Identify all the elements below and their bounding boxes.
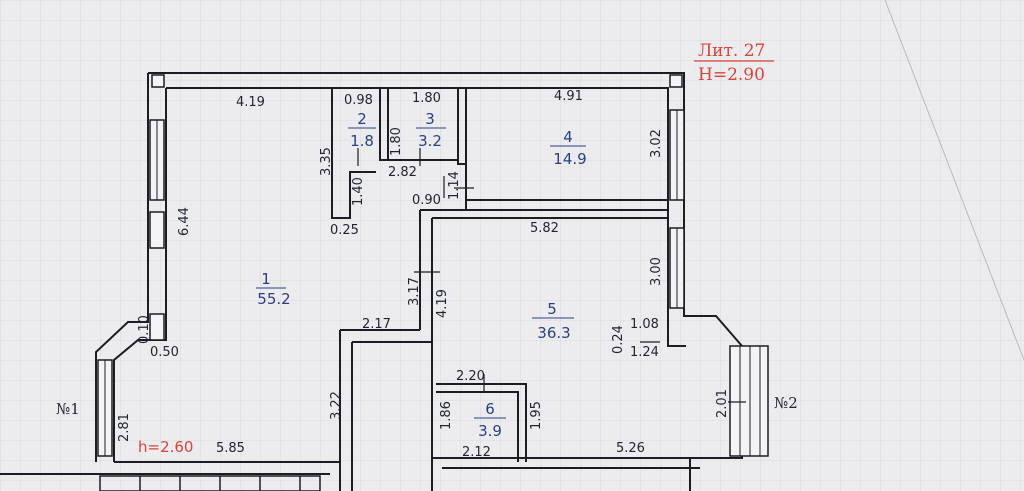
dim-1-40: 1.40 — [351, 177, 366, 206]
corridor-left-wall — [419, 210, 433, 491]
room-2: 2 1.8 — [348, 110, 376, 150]
dim-2-12: 2.12 — [462, 445, 491, 460]
dim-3-00: 3.00 — [649, 257, 664, 286]
entrance-1-label: №1 — [56, 400, 80, 418]
ceiling-height-label: h=2.60 — [138, 438, 193, 456]
left-wall-outer — [95, 73, 149, 462]
entrance-2-label: №2 — [774, 394, 798, 412]
dim-0-10: 0.10 — [137, 315, 152, 344]
dim-3-02: 3.02 — [649, 129, 664, 158]
room-1-area: 55.2 — [257, 290, 290, 308]
dim-0-98: 0.98 — [344, 93, 373, 108]
dim-1-86: 1.86 — [439, 401, 454, 430]
dim-2-82: 2.82 — [388, 165, 417, 180]
partition-2-3 — [379, 88, 389, 161]
window-top-right — [669, 74, 683, 88]
dim-1-14: 1.14 — [447, 171, 462, 200]
left-wall-inner — [113, 88, 167, 462]
room-5: 5 36.3 — [532, 300, 574, 342]
vertical-dimension-labels: 3.35 1.80 1.40 1.14 6.44 3.02 3.00 3.17 … — [117, 127, 730, 442]
closet-wall — [331, 88, 376, 219]
dimension-ticks — [357, 148, 746, 403]
partition-3-right — [457, 88, 467, 165]
room5-top-wall — [420, 209, 668, 219]
room-5-area: 36.3 — [537, 324, 570, 342]
dim-2-20: 2.20 — [456, 369, 485, 384]
room-5-number: 5 — [547, 300, 557, 318]
dim-3-17: 3.17 — [407, 277, 422, 306]
mid-partition — [340, 329, 432, 343]
dim-3-35: 3.35 — [319, 147, 334, 176]
window-top-left — [151, 74, 165, 88]
dim-2-17: 2.17 — [362, 317, 391, 332]
dim-5-26: 5.26 — [616, 441, 645, 456]
room-3-area: 3.2 — [418, 132, 442, 150]
dim-4-91: 4.91 — [554, 89, 583, 104]
room5-right-wall — [667, 218, 686, 347]
window-bay-right — [729, 345, 769, 457]
room-6-area: 3.9 — [478, 422, 502, 440]
window-ticks — [104, 110, 761, 456]
room-2-number: 2 — [357, 110, 367, 128]
dim-0-24: 0.24 — [611, 325, 626, 354]
room-2-area: 1.8 — [350, 132, 374, 150]
window-left-3 — [149, 313, 165, 341]
dim-6-44: 6.44 — [177, 207, 192, 236]
dim-1-24: 1.24 — [630, 345, 659, 360]
dim-0-25: 0.25 — [330, 223, 359, 238]
dim-0-90: 0.90 — [412, 193, 441, 208]
walls — [0, 72, 743, 491]
paper-edge — [884, 0, 1024, 361]
dim-2-81: 2.81 — [117, 413, 132, 442]
room5-bottom-wall — [432, 457, 700, 469]
lower-structure — [99, 475, 321, 491]
room-6-number: 6 — [485, 400, 495, 418]
dim-1-95: 1.95 — [529, 401, 544, 430]
stairs-block — [99, 475, 321, 491]
room6-walls — [436, 383, 527, 462]
dim-2-01: 2.01 — [715, 389, 730, 418]
dim-4-19-side: 4.19 — [435, 289, 450, 318]
dim-5-85: 5.85 — [216, 441, 245, 456]
dim-1-08: 1.08 — [630, 317, 659, 332]
dim-4-19-top: 4.19 — [236, 95, 265, 110]
room-6: 6 3.9 — [474, 400, 506, 440]
height-label: H=2.90 — [698, 65, 765, 85]
dim-1-80-side: 1.80 — [389, 127, 404, 156]
room-4-area: 14.9 — [553, 150, 586, 168]
mid-partition-down — [339, 330, 353, 491]
lit-label: Лит. 27 — [698, 41, 765, 61]
room4-bottom-wall — [466, 199, 668, 211]
room-4-number: 4 — [563, 128, 573, 146]
dim-1-80-top: 1.80 — [412, 91, 441, 106]
dim-5-82: 5.82 — [530, 221, 559, 236]
window-left-2 — [149, 211, 165, 249]
room-1: 1 55.2 — [256, 270, 291, 308]
dim-0-50: 0.50 — [150, 345, 179, 360]
room-3-number: 3 — [425, 110, 435, 128]
room-3: 3 3.2 — [416, 110, 446, 150]
dim-3-22: 3.22 — [329, 391, 344, 420]
room-1-number: 1 — [261, 270, 271, 288]
room-4: 4 14.9 — [550, 128, 587, 168]
dimension-labels: 4.19 0.98 1.80 4.91 2.82 0.90 0.25 5.82 … — [150, 89, 659, 460]
